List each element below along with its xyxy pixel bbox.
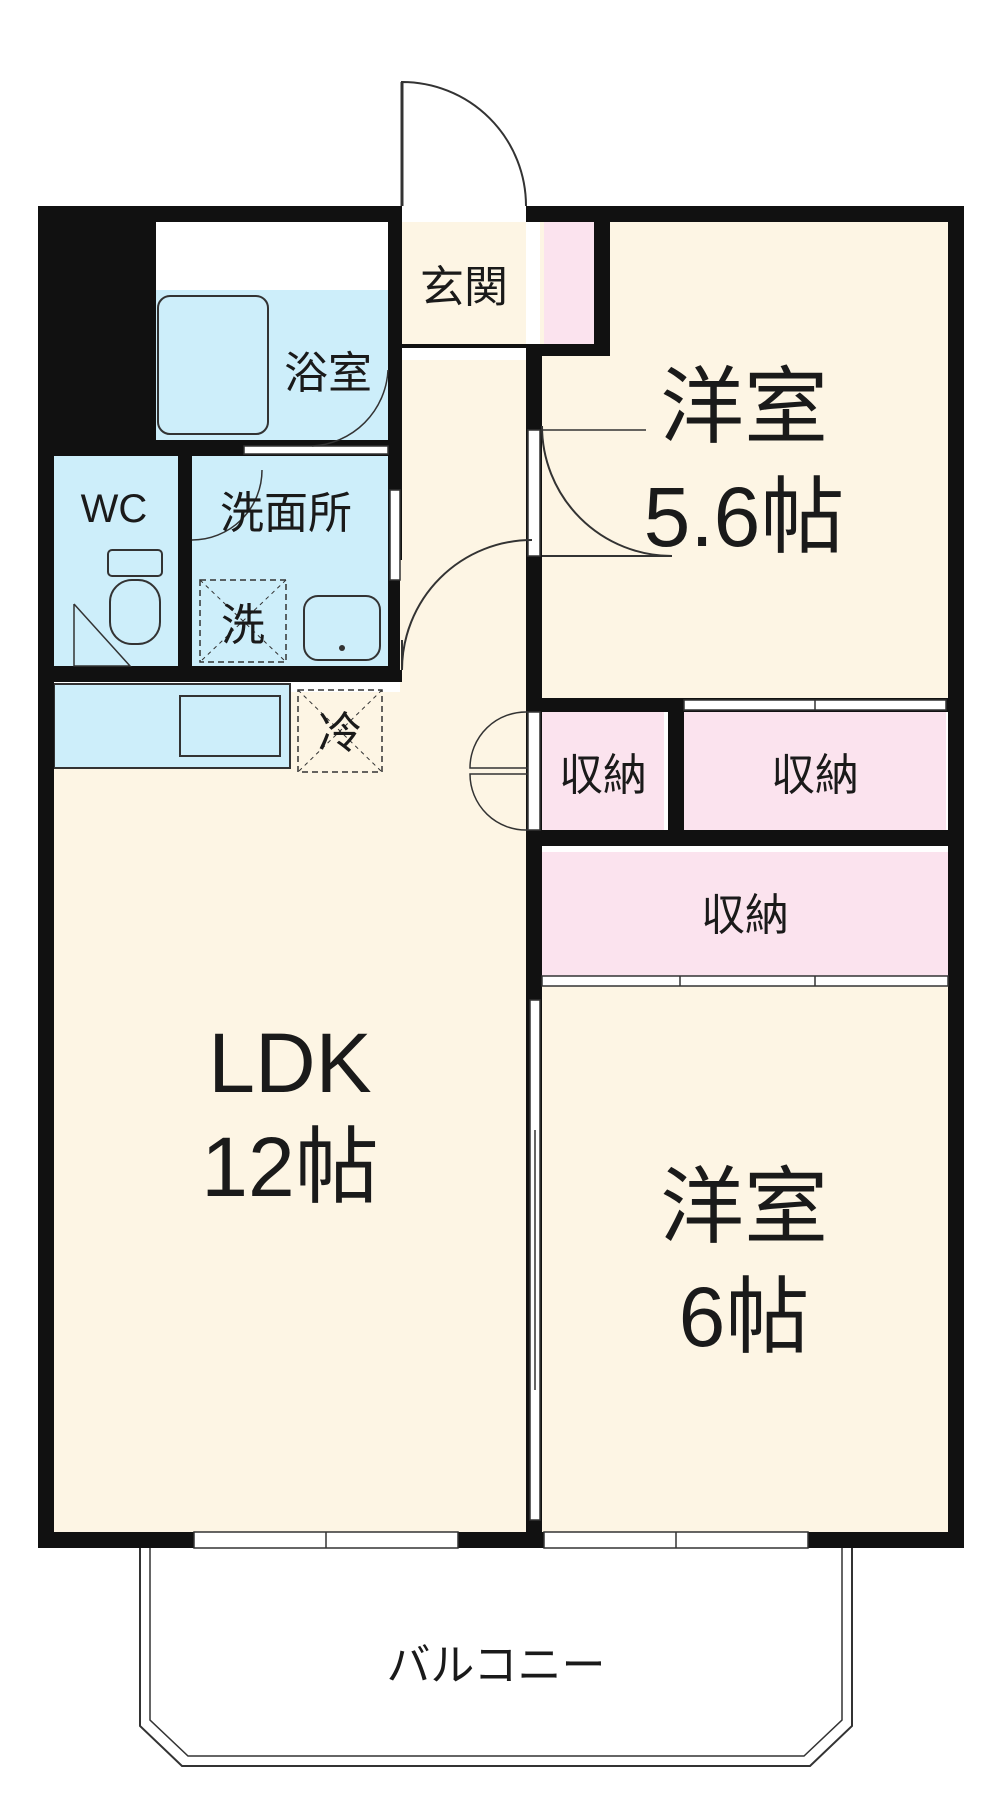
western-room-1-name-label: 洋室 <box>660 360 828 454</box>
wall-wc-right <box>178 456 192 678</box>
entrance-label: 玄関 <box>420 263 508 312</box>
sink <box>179 695 281 757</box>
entrance-floor <box>402 218 526 344</box>
fridge-label: 冷 <box>318 709 362 758</box>
balcony-label: バルコニー <box>386 1641 605 1690</box>
wall-top-left <box>38 206 402 222</box>
entrance-door-swing <box>401 80 527 207</box>
wall-right <box>948 206 964 1548</box>
door-gap-storage1 <box>527 711 541 831</box>
wc-door-swing <box>73 603 132 667</box>
washer-area <box>199 579 287 663</box>
storage1-door-swing-bottom <box>469 773 529 831</box>
window-bath <box>243 445 389 455</box>
ldk-size-label: 12帖 <box>201 1120 378 1214</box>
hall-floor <box>400 360 530 692</box>
storage-2-floor <box>684 712 946 830</box>
wall-top-right <box>526 206 958 222</box>
washbasin-drain <box>339 645 345 651</box>
toilet-bowl <box>109 579 161 645</box>
wall-left-shaft <box>38 206 154 456</box>
storage-3-floor <box>542 852 948 976</box>
washer-diagonal-2 <box>199 579 287 663</box>
toilet-tank <box>107 549 163 577</box>
balcony-outline <box>139 1548 853 1767</box>
washroom-door-swing <box>191 469 263 541</box>
western-room-1-size-label: 5.6帖 <box>644 470 845 564</box>
wall-entrance-storage <box>594 222 610 356</box>
door-gap-room1 <box>527 429 541 557</box>
wall-bottom <box>38 1532 964 1548</box>
wall-bath-right <box>388 222 402 678</box>
ldk-name-label: LDK <box>208 1016 371 1110</box>
washer-label: 洗 <box>221 601 265 650</box>
entrance-door-gap <box>402 206 526 222</box>
bathtub <box>157 295 269 435</box>
washbasin <box>303 595 381 661</box>
wall-entrance-bottom <box>402 344 526 348</box>
western-room-2-name-label: 洋室 <box>660 1160 828 1254</box>
western-room-2-floor <box>540 984 948 1536</box>
hall-door-swing <box>401 539 533 671</box>
balcony-inner-outline <box>149 1548 843 1757</box>
entrance-storage-floor <box>544 222 594 344</box>
bathroom-label: 浴室 <box>284 349 372 398</box>
wall-storage-bottom <box>526 830 958 846</box>
wall-storage-divider <box>668 698 684 838</box>
wall-wet-bottom <box>54 666 402 682</box>
room1-door-swing <box>541 425 673 557</box>
storage-1-label: 収納 <box>559 751 647 800</box>
storage-2-label: 収納 <box>771 751 859 800</box>
western-room-2-size-label: 6帖 <box>679 1270 810 1364</box>
fridge-area <box>297 689 383 773</box>
sliding-door-storage3 <box>541 975 949 987</box>
wall-bath-left <box>146 222 156 456</box>
window-washroom <box>389 489 401 581</box>
ldk-floor <box>48 692 530 1536</box>
bath-door-swing <box>311 369 389 447</box>
washroom-label: 洗面所 <box>220 489 352 538</box>
storage1-door-swing-top <box>469 711 529 769</box>
storage-3-label: 収納 <box>701 891 789 940</box>
fridge-diagonal-2 <box>297 689 383 773</box>
toilet-label: WC <box>81 487 148 531</box>
wall-left <box>38 206 54 1548</box>
storage-1-floor <box>542 712 664 830</box>
wall-room1-top <box>526 344 610 356</box>
